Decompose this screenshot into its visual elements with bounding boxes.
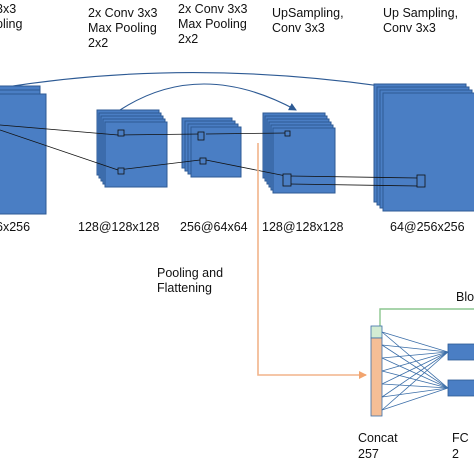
pooling-label: Pooling and Flattening <box>157 266 224 295</box>
block-label: Blo <box>456 290 474 304</box>
encoder2-dimension-label: 256@64x64 <box>180 220 248 234</box>
encoder2-stage-label: 2x Conv 3x3 Max Pooling 2x2 <box>178 2 248 46</box>
decoder1-feature-block <box>262 112 336 194</box>
pooling-path <box>257 143 367 379</box>
decoder2-feature-block <box>373 83 474 212</box>
encoder1-stage-label: 2x Conv 3x3 Max Pooling 2x2 <box>88 6 158 50</box>
encoder1-feature-block <box>96 109 168 188</box>
input-feature-block <box>0 85 47 215</box>
input-dimension-label: 6x256 <box>0 220 31 234</box>
fc-nodes <box>447 343 474 397</box>
decoder1-stage-label: UpSampling, Conv 3x3 <box>272 6 344 35</box>
block-path <box>379 308 474 326</box>
concat-size: 257 <box>358 447 379 461</box>
decoder2-stage-label: Up Sampling, Conv 3x3 <box>383 6 459 35</box>
encoder2-feature-block <box>181 117 242 178</box>
concat-column <box>370 325 383 417</box>
kernel-projections <box>0 124 419 187</box>
concat-label: Concat <box>358 431 398 445</box>
input-stage-label: 3x3 pling <box>0 2 23 31</box>
kernel-windows <box>117 129 426 188</box>
fc-connections <box>381 331 449 411</box>
decoder1-dimension-label: 128@128x128 <box>262 220 344 234</box>
decoder2-dimension-label: 64@256x256 <box>390 220 465 234</box>
fc-size: 2 <box>452 447 459 461</box>
fc-label: FC <box>452 431 469 445</box>
encoder1-dimension-label: 128@128x128 <box>78 220 160 234</box>
skip-connection-short <box>119 83 297 111</box>
